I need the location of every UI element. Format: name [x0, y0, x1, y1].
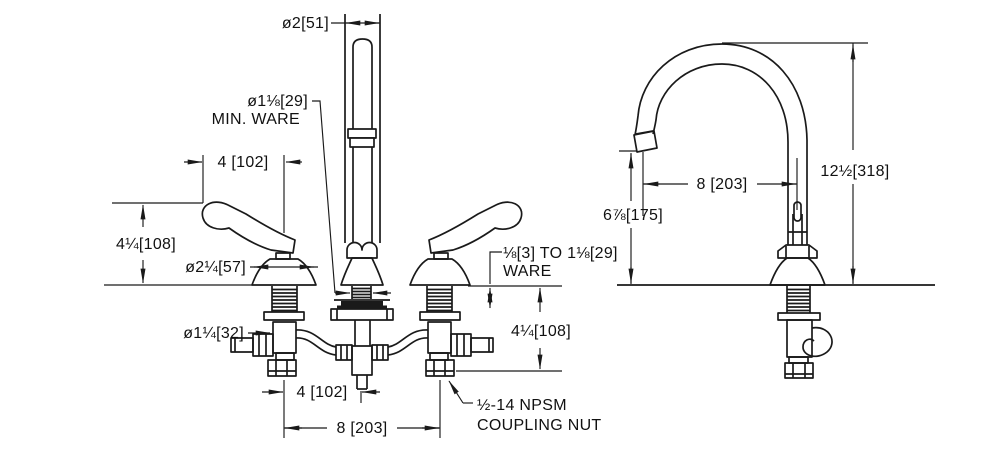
dim-spout-reach — [642, 152, 798, 216]
escutcheon-diameter-label: ø2¼[57] — [185, 259, 246, 276]
spout-to-handle-spacing-label: 4 [102] — [296, 384, 347, 401]
left-valve-assembly — [201, 201, 317, 377]
right-valve-assembly — [409, 201, 523, 377]
right-handle-blade — [428, 201, 523, 254]
shank-diameter-label: ø1¼[32] — [183, 325, 244, 342]
deck-to-handle-height-label: 4¼[108] — [116, 236, 176, 253]
spout-diameter-label: ø2[51] — [282, 15, 329, 32]
coupling-nut-label-2: COUPLING NUT — [477, 417, 602, 434]
dim-ware-thickness — [468, 251, 562, 309]
dim-below-deck-height — [456, 287, 562, 372]
spout-reach-label: 8 [203] — [696, 176, 747, 193]
coupling-nut-label-1: ½-14 NPSM — [477, 397, 567, 414]
dim-coupling-nut — [448, 380, 473, 404]
gooseneck-spout — [633, 43, 826, 286]
front-view — [201, 14, 523, 390]
ware-thickness-label-2: WARE — [503, 263, 552, 280]
side-view — [617, 43, 935, 379]
spout-shank-tee — [330, 286, 394, 390]
overall-height-label: 12½[318] — [820, 163, 889, 180]
dim-outlet-height — [619, 150, 637, 284]
labels: ø2[51] ø1⅛[29] MIN. WARE 4 [102] 4¼[108]… — [116, 15, 889, 437]
ware-thickness-label-1: ⅛[3] TO 1⅛[29] — [503, 245, 618, 262]
below-deck-height-label: 4¼[108] — [511, 323, 571, 340]
min-ware-label-2: MIN. WARE — [212, 111, 300, 128]
dim-handle-reach — [184, 155, 302, 233]
left-handle-blade — [201, 201, 296, 254]
aerator-tip — [633, 130, 658, 153]
dim-deck-to-handle-height — [104, 202, 252, 286]
dim-overall-height — [722, 42, 868, 284]
side-shank-assembly — [777, 286, 833, 379]
supply-loop — [802, 326, 833, 358]
dim-min-ware — [312, 100, 391, 296]
spout-front — [340, 14, 384, 286]
outlet-height-label: 6⅞[175] — [603, 207, 663, 224]
handle-spacing-label: 8 [203] — [336, 420, 387, 437]
min-ware-label-1: ø1⅛[29] — [247, 93, 308, 110]
dimensions — [104, 20, 868, 438]
handle-reach-label: 4 [102] — [217, 154, 268, 171]
supply-tubes — [295, 329, 429, 356]
